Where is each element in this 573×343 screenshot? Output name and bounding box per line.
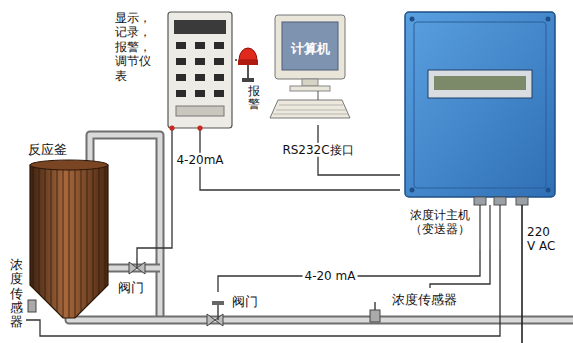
node-label: 浓度计主机（变送器） — [410, 208, 477, 237]
signal-label: RS232C接口 — [280, 143, 355, 157]
node-box: 计算机 — [270, 12, 350, 125]
signal-label: 4-20 mA — [303, 269, 358, 283]
valve-symbol — [129, 258, 145, 274]
node-box: 阀门 — [114, 258, 158, 300]
signal-wire — [235, 59, 237, 60]
node-box: 浓度传感器 — [365, 288, 463, 326]
valve-symbol — [207, 301, 224, 326]
node-box: 浓度计主机（变送器） — [400, 8, 562, 250]
node-box: 反应釜 — [28, 140, 112, 325]
signal-label: 4-20mA — [174, 153, 225, 167]
reactor-vessel — [30, 160, 108, 318]
node-label: 浓度传感器 — [392, 292, 457, 308]
node-box: 阀门 — [205, 292, 262, 326]
node-label: 反应釜 — [28, 142, 67, 158]
note-label: 220 V AC — [527, 225, 561, 254]
power-cable — [521, 205, 523, 343]
alarm-lamp — [238, 48, 258, 82]
wire-label-box: 4-20mA — [174, 153, 225, 167]
signal-wire — [218, 250, 480, 292]
computer — [270, 15, 350, 118]
node-label: 报警 — [248, 85, 260, 111]
signal-wire — [200, 130, 400, 190]
node-box: 显示，记录，报警，调节仪表 — [112, 5, 235, 130]
wire-label-box: 4-20 mA — [303, 269, 358, 283]
display-instrument — [168, 12, 232, 131]
sensor-probe — [28, 300, 36, 312]
node-label: 阀门 — [118, 280, 144, 296]
signal-wire — [430, 250, 490, 288]
node-box: 浓度传感器 — [8, 256, 26, 336]
node-label: 显示，记录，报警，调节仪表 — [115, 11, 156, 83]
node-box: 报警 — [237, 35, 268, 125]
node-label: 计算机 — [291, 41, 330, 57]
signal-wire — [137, 130, 172, 258]
transmitter-housing — [405, 12, 555, 205]
wire-label-box: RS232C接口 — [280, 143, 355, 157]
note-label-box: 220 V AC — [527, 225, 561, 254]
host-wire-stubs — [480, 205, 500, 250]
node-label: 浓度传感器 — [10, 258, 23, 329]
signal-wire — [26, 250, 500, 336]
node-label: 阀门 — [232, 294, 258, 310]
